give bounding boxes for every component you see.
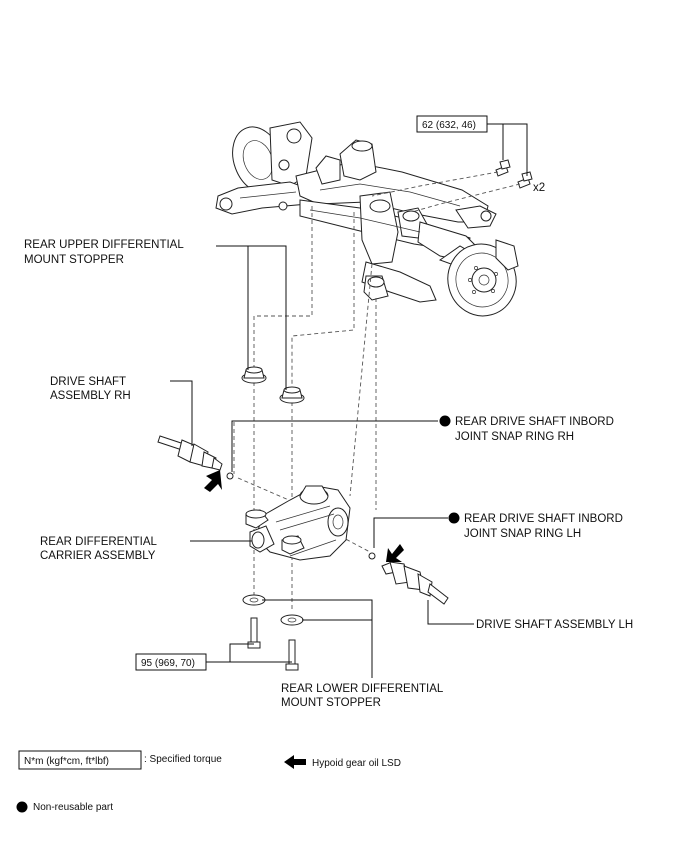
legend-torque-box — [18, 750, 142, 770]
oil-arrow-lh — [386, 544, 404, 562]
legend-torque-desc: : Specified torque — [144, 754, 222, 765]
qty-top-label: x2 — [533, 182, 545, 194]
leader-lines — [170, 245, 474, 678]
torque-top-label: 62 (632, 46) — [422, 120, 476, 131]
torque-callout-top: 62 (632, 46) x2 — [416, 115, 545, 194]
legend-nonreusable-desc: Non-reusable part — [33, 802, 113, 813]
drive-shaft-rh — [157, 435, 234, 480]
legend: N*m (kgf*cm, ft*lbf) : Specified torque … — [16, 750, 401, 813]
torque-bottom-label: 95 (969, 70) — [141, 658, 195, 669]
lower-bolts — [247, 617, 299, 671]
differential-carrier — [245, 485, 351, 561]
drive-shaft-lh — [368, 552, 449, 605]
snap-lh-label-1: REAR DRIVE SHAFT INBORD — [464, 513, 623, 525]
lower-stoppers — [242, 594, 304, 626]
nonreusable-icon-lh — [448, 512, 460, 524]
drive-shaft-lh-label: DRIVE SHAFT ASSEMBLY LH — [476, 619, 633, 631]
lower-stopper-label-1: REAR LOWER DIFFERENTIAL — [281, 683, 444, 695]
alignment-lines — [233, 171, 521, 612]
snap-rh-label-2: JOINT SNAP RING RH — [455, 431, 574, 443]
torque-bottom-box — [135, 653, 207, 671]
nonreusable-legend-icon — [16, 801, 28, 813]
diff-carrier-label-2: CARRIER ASSEMBLY — [40, 550, 156, 562]
upper-stopper-label-2: MOUNT STOPPER — [24, 254, 124, 266]
diff-carrier-label-1: REAR DIFFERENTIAL — [40, 536, 158, 548]
upper-stoppers — [241, 366, 305, 404]
subframe-bolts — [495, 159, 533, 189]
oil-arrow-rh — [204, 470, 222, 492]
drive-shaft-rh-label-1: DRIVE SHAFT — [50, 376, 126, 388]
upper-stopper-label-1: REAR UPPER DIFFERENTIAL — [24, 239, 184, 251]
snap-lh-label-2: JOINT SNAP RING LH — [464, 528, 581, 540]
legend-torque-box-text: N*m (kgf*cm, ft*lbf) — [24, 756, 109, 767]
drive-shaft-rh-label-2: ASSEMBLY RH — [50, 390, 131, 402]
legend-oil-desc: Hypoid gear oil LSD — [312, 758, 401, 769]
oil-arrow-legend-icon — [284, 755, 306, 769]
labels: REAR UPPER DIFFERENTIAL MOUNT STOPPER DR… — [24, 239, 633, 709]
snap-rh-label-1: REAR DRIVE SHAFT INBORD — [455, 416, 614, 428]
lower-stopper-label-2: MOUNT STOPPER — [281, 697, 381, 709]
nonreusable-icon-rh — [439, 415, 451, 427]
rear-suspension-subframe — [215, 121, 519, 317]
